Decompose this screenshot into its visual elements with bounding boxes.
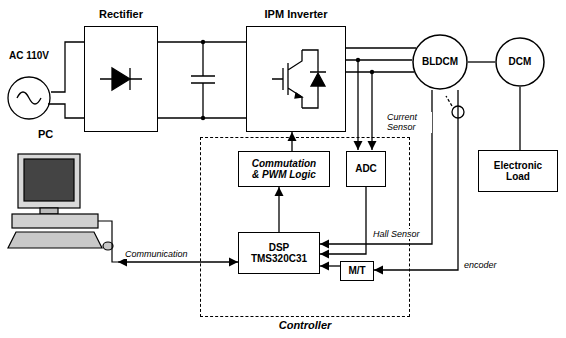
logic-box: Commutation & PWM Logic (238, 151, 330, 187)
connector-line (320, 90, 432, 244)
igbt-emitter-arrow (295, 93, 302, 98)
node-label: ADC (355, 163, 377, 175)
rectifier-block: Rectifier (84, 8, 158, 132)
node-label: Controller (200, 319, 410, 332)
node-label: DCM (509, 56, 532, 68)
junction-dot (370, 70, 374, 74)
adc-box: ADC (346, 151, 386, 187)
signal-label: encoder (463, 260, 498, 270)
computer-cable (98, 221, 118, 262)
encoder-coupling (446, 96, 452, 106)
connector-line (158, 41, 246, 42)
phase-wire (346, 71, 414, 72)
capacitor-symbol (191, 42, 215, 118)
diode-symbol (100, 68, 142, 90)
monitor-stand (40, 208, 58, 214)
computer-icon (8, 128, 118, 278)
sensor-label: Current Sensor (386, 112, 432, 133)
connector-line (519, 87, 520, 150)
phase-wire (346, 47, 416, 48)
pc-station: PC (8, 128, 118, 278)
connector-line (291, 132, 292, 151)
diode-symbol (112, 68, 130, 90)
connector-line (346, 59, 412, 60)
connector-line (51, 42, 84, 92)
source-circle (8, 77, 50, 119)
node-label: Rectifier (84, 8, 158, 21)
motor-circle: DCM (495, 37, 545, 87)
node-label: AC 110V (7, 50, 51, 62)
current-sense-line (371, 72, 372, 150)
node-label: BLDCM (422, 56, 458, 68)
connector-line (320, 265, 340, 266)
inverter-block: IPM Inverter (246, 8, 346, 132)
node-label: IPM Inverter (246, 8, 346, 21)
node-label: Electronic Load (488, 160, 548, 183)
ac-return-wire (48, 104, 84, 118)
node-label: Commutation & PWM Logic (249, 158, 319, 181)
dsp-box: DSP TMS320C31 (238, 232, 320, 274)
monitor-screen (24, 159, 74, 201)
mt-box: M/T (340, 261, 374, 281)
node-label: PC (38, 128, 118, 141)
junction-dot (201, 116, 205, 120)
keyboard (8, 232, 102, 248)
sine-symbol (17, 92, 41, 104)
igbt-symbol (272, 50, 326, 108)
system-unit (12, 214, 98, 228)
connector-line (278, 187, 279, 232)
ac-source: AC 110V (7, 50, 51, 120)
connector-line (374, 90, 458, 270)
node-label: DSP TMS320C31 (246, 242, 312, 265)
block-outline (84, 26, 158, 132)
connector-line (118, 261, 238, 262)
node-label: M/T (348, 265, 365, 277)
connector-line (468, 61, 495, 62)
igbt-symbol (311, 73, 325, 86)
motor-circle-outline (413, 35, 467, 89)
signal-label: Hall Sensor (372, 229, 421, 239)
signal-label: Communication (124, 249, 189, 259)
block-outline (246, 26, 346, 132)
motor-circle-outline (496, 38, 544, 86)
motor-circle: BLDCM (412, 34, 468, 90)
load-box: Electronic Load (478, 150, 558, 192)
monitor-case (18, 154, 80, 208)
